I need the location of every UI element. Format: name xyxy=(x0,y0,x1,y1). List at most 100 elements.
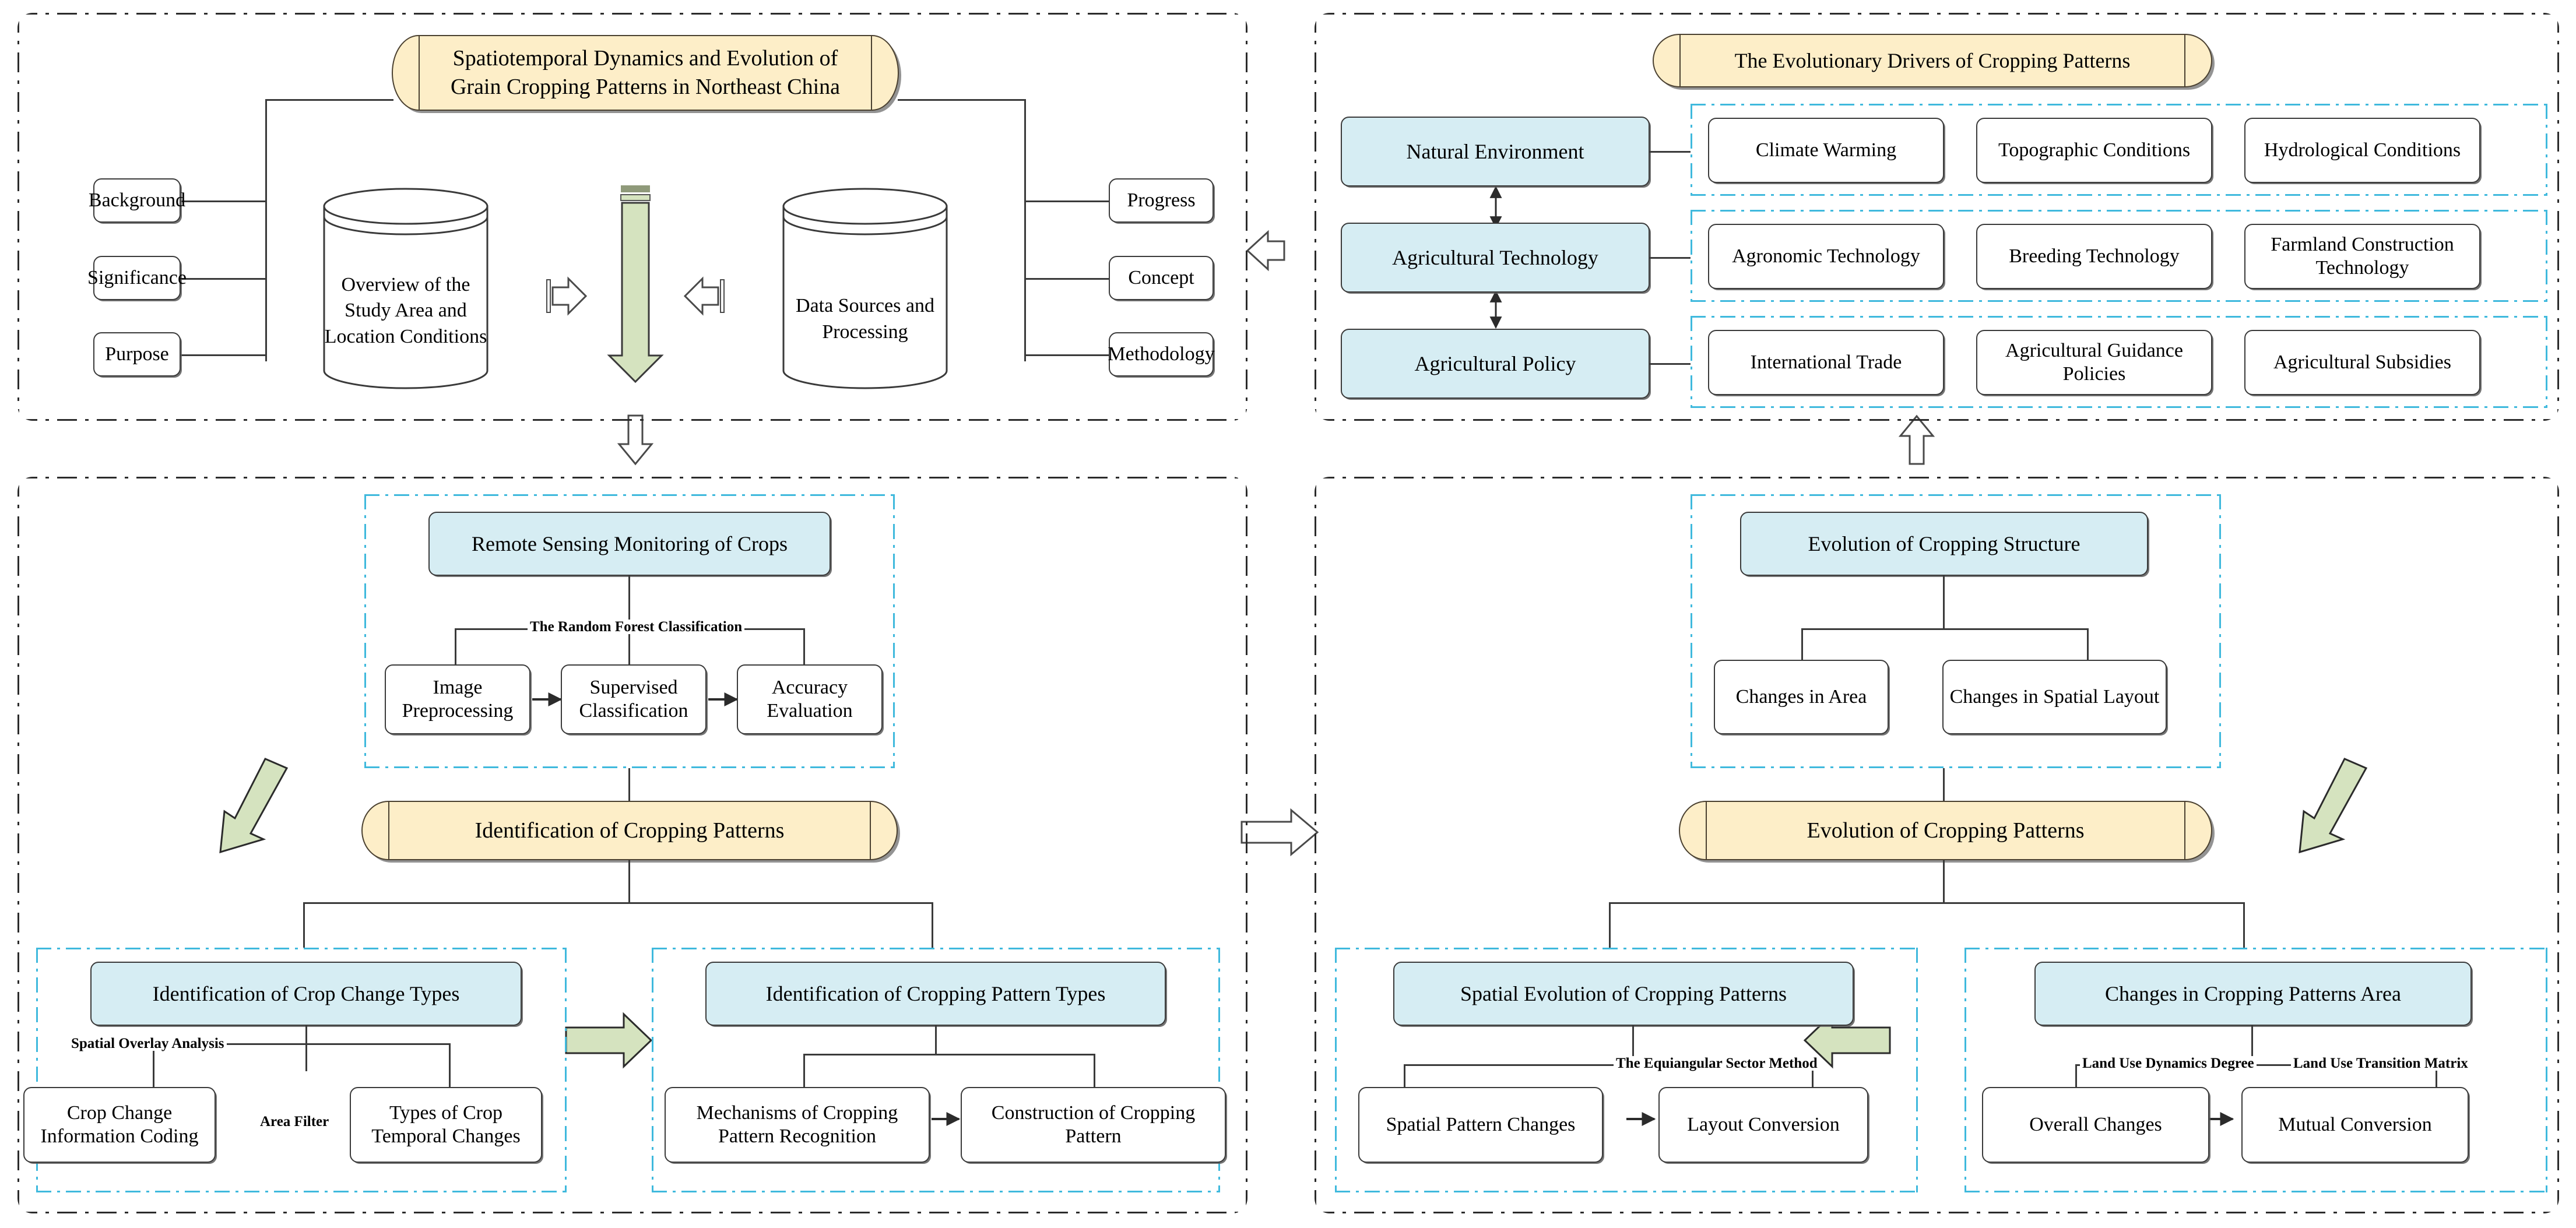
driver-item[interactable]: Agricultural Subsidies xyxy=(2244,330,2480,395)
connector xyxy=(1094,1054,1095,1090)
drivers-title-banner: The Evolutionary Drivers of Cropping Pat… xyxy=(1653,34,2212,87)
remote-sensing-header[interactable]: Remote Sensing Monitoring of Crops xyxy=(428,512,831,576)
area-changes-header[interactable]: Changes in Cropping Patterns Area xyxy=(2034,962,2472,1026)
area-change-item[interactable]: Overall Changes xyxy=(1982,1087,2209,1163)
connector xyxy=(1943,860,1945,902)
driver-item[interactable]: Topographic Conditions xyxy=(1976,118,2212,183)
connector xyxy=(305,1043,450,1045)
hollow-arrow-left-icon xyxy=(1246,230,1285,272)
land-use-transition-label: Land Use Transition Matrix xyxy=(2291,1056,2470,1071)
connector xyxy=(628,628,630,664)
crop-change-types-header[interactable]: Identification of Crop Change Types xyxy=(90,962,522,1026)
connector xyxy=(898,99,1026,101)
pattern-type-item[interactable]: Construction of Cropping Pattern xyxy=(961,1087,1226,1163)
cylinder-study-area[interactable]: Overview of the Study Area and Location … xyxy=(322,187,490,390)
connector xyxy=(1404,1064,1405,1103)
connector xyxy=(2251,1026,2253,1065)
identification-banner: Identification of Cropping Patterns xyxy=(361,801,898,860)
connector xyxy=(1801,628,2088,630)
driver-item[interactable]: Climate Warming xyxy=(1708,118,1944,183)
crop-change-item[interactable]: Crop Change Information Coding xyxy=(23,1087,216,1163)
intro-right-item[interactable]: Progress xyxy=(1109,178,1214,223)
connector xyxy=(1943,576,1945,628)
pattern-type-item[interactable]: Mechanisms of Cropping Pattern Recogniti… xyxy=(665,1087,930,1163)
connector xyxy=(265,99,393,101)
connector xyxy=(1650,151,1691,153)
cropping-structure-header[interactable]: Evolution of Cropping Structure xyxy=(1740,512,2148,576)
connector xyxy=(628,860,630,902)
connector xyxy=(2243,902,2245,948)
connector xyxy=(1650,257,1691,259)
connector xyxy=(181,278,267,280)
connector xyxy=(803,1054,1095,1055)
random-forest-label: The Random Forest Classification xyxy=(528,620,745,634)
area-filter-label: Area Filter xyxy=(258,1114,332,1129)
cropping-pattern-types-header[interactable]: Identification of Cropping Pattern Types xyxy=(705,962,1166,1026)
connector xyxy=(1943,768,1945,815)
connector xyxy=(449,1043,451,1090)
rs-step[interactable]: Supervised Classification xyxy=(561,664,707,734)
connector xyxy=(1024,278,1110,280)
intro-left-item[interactable]: Purpose xyxy=(93,332,181,377)
connector xyxy=(305,1026,307,1071)
spatial-evolution-item[interactable]: Layout Conversion xyxy=(1658,1087,1868,1163)
connector xyxy=(628,768,630,815)
driver-item[interactable]: Breeding Technology xyxy=(1976,224,2212,289)
driver-item[interactable]: International Trade xyxy=(1708,330,1944,395)
connector xyxy=(1812,1064,1814,1103)
connector xyxy=(1609,902,1611,948)
connector xyxy=(803,628,805,664)
hollow-arrow-up-icon xyxy=(1898,414,1935,465)
connector xyxy=(1024,354,1110,356)
spatial-overlay-label: Spatial Overlay Analysis xyxy=(69,1036,227,1051)
driver-category-agricultural-policy[interactable]: Agricultural Policy xyxy=(1341,329,1650,399)
connector xyxy=(153,1043,154,1090)
cylinder-data-sources[interactable]: Data Sources and Processing xyxy=(781,187,949,390)
connector xyxy=(265,99,267,361)
area-change-item[interactable]: Mutual Conversion xyxy=(2241,1087,2469,1163)
driver-category-natural-environment[interactable]: Natural Environment xyxy=(1341,117,1650,187)
connector xyxy=(628,576,630,628)
land-use-dynamics-label: Land Use Dynamics Degree xyxy=(2080,1056,2257,1071)
cylinder-label: Data Sources and Processing xyxy=(796,295,934,343)
connector xyxy=(1024,200,1110,202)
evolution-banner: Evolution of Cropping Patterns xyxy=(1679,801,2212,860)
driver-item[interactable]: Farmland Construction Technology xyxy=(2244,224,2480,289)
connector xyxy=(932,902,933,948)
connector xyxy=(2436,1064,2437,1103)
connector xyxy=(1404,1064,1634,1066)
rs-step[interactable]: Accuracy Evaluation xyxy=(737,664,883,734)
rs-step[interactable]: Image Preprocessing xyxy=(385,664,530,734)
connector xyxy=(1650,363,1691,365)
hollow-arrow-right-icon xyxy=(1240,808,1319,857)
crop-change-item[interactable]: Types of Crop Temporal Changes xyxy=(350,1087,542,1163)
intro-right-item[interactable]: Methodology xyxy=(1108,332,1215,377)
connector xyxy=(1024,99,1026,361)
connector xyxy=(935,1026,937,1055)
spatial-evolution-header[interactable]: Spatial Evolution of Cropping Patterns xyxy=(1393,962,1854,1026)
driver-item[interactable]: Agricultural Guidance Policies xyxy=(1976,330,2212,395)
connector xyxy=(181,200,267,202)
driver-category-agricultural-technology[interactable]: Agricultural Technology xyxy=(1341,223,1650,293)
connector xyxy=(153,1043,322,1045)
intro-left-item[interactable]: Significance xyxy=(87,256,187,300)
connector xyxy=(2087,628,2089,664)
spatial-evolution-item[interactable]: Spatial Pattern Changes xyxy=(1358,1087,1603,1163)
connector xyxy=(803,1054,805,1090)
driver-item[interactable]: Agronomic Technology xyxy=(1708,224,1944,289)
equiangular-sector-label: The Equiangular Sector Method xyxy=(1614,1056,1820,1071)
connector xyxy=(303,902,933,904)
driver-item[interactable]: Hydrological Conditions xyxy=(2244,118,2480,183)
structure-item[interactable]: Changes in Area xyxy=(1714,660,1889,734)
intro-right-item[interactable]: Concept xyxy=(1109,256,1214,300)
connector xyxy=(1609,902,2244,904)
hollow-arrow-down-icon xyxy=(617,414,654,466)
connector xyxy=(1632,1026,1634,1065)
connector xyxy=(2075,1064,2077,1103)
connector xyxy=(1801,628,1803,664)
intro-left-item[interactable]: Background xyxy=(89,178,185,223)
cylinder-label: Overview of the Study Area and Location … xyxy=(324,274,487,347)
structure-item[interactable]: Changes in Spatial Layout xyxy=(1942,660,2167,734)
connector xyxy=(181,354,267,356)
